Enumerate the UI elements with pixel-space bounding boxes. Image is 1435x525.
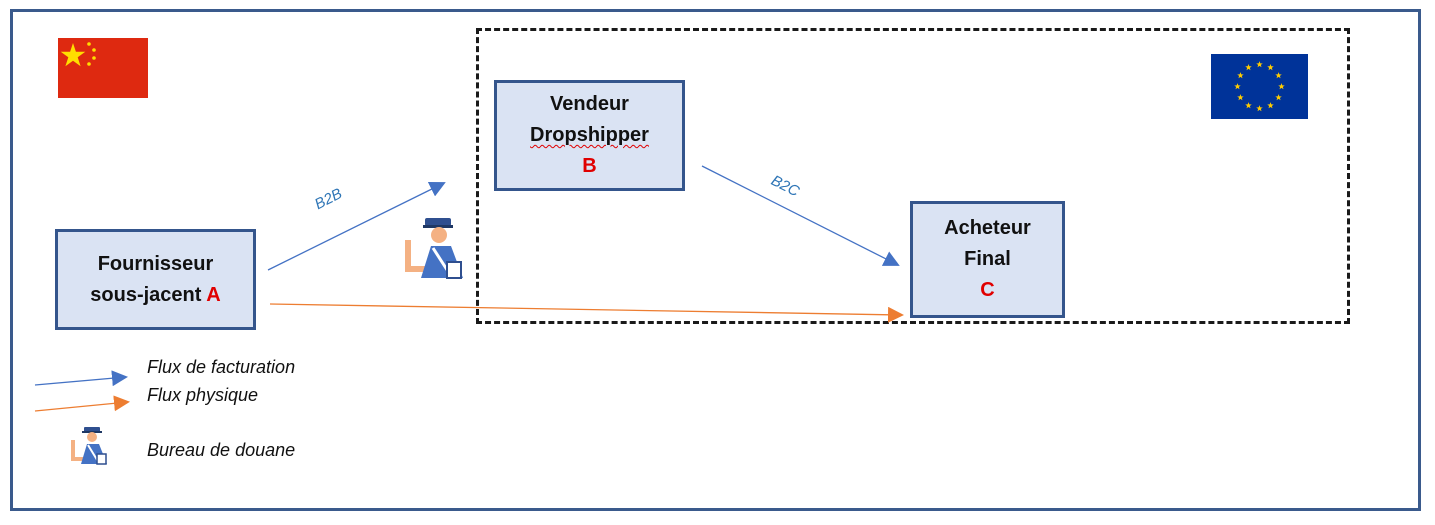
node-a-letter: A — [206, 283, 221, 306]
china-flag-icon — [58, 38, 148, 98]
eu-star — [1234, 83, 1241, 90]
node-b-line2: Dropshipper — [530, 124, 649, 146]
legend-billing-label: Flux de facturation — [147, 357, 296, 377]
arrow-physical — [269, 303, 904, 323]
eu-star — [1275, 72, 1282, 79]
eu-star — [1245, 64, 1252, 71]
eu-star — [1237, 72, 1244, 79]
eu-star — [1278, 83, 1285, 90]
eu-star — [1267, 102, 1274, 109]
legend-physical-label: Flux physique — [147, 385, 259, 405]
node-dropshipper-b: Vendeur Dropshipper B — [494, 80, 685, 191]
node-a-line2-row: sous-jacent A — [90, 280, 220, 311]
eu-star — [1275, 94, 1282, 101]
eu-zone-boundary — [476, 28, 1350, 324]
eu-star — [1245, 102, 1252, 109]
eu-star — [1267, 64, 1274, 71]
arrow-b2b — [267, 182, 446, 271]
eu-star — [1237, 94, 1244, 101]
node-b-letter: B — [582, 155, 597, 177]
legend-customs-icon — [71, 427, 107, 465]
eu-flag-icon — [1211, 54, 1308, 119]
legend-physical-arrow — [34, 395, 130, 412]
diagram-frame — [10, 9, 1421, 511]
eu-star — [1256, 105, 1263, 112]
eu-star — [1256, 61, 1263, 68]
legend-billing-arrow — [34, 370, 128, 387]
node-b-line1: Vendeur — [550, 93, 629, 115]
node-a-line2: sous-jacent — [90, 283, 202, 306]
customs-officer-icon — [405, 218, 463, 279]
node-supplier-a: Fournisseur sous-jacent A — [55, 229, 256, 330]
node-c-line1: Acheteur — [944, 217, 1031, 239]
node-c-letter: C — [980, 279, 995, 301]
node-a-line1: Fournisseur — [97, 252, 214, 275]
arrow-b2c — [701, 165, 900, 266]
node-buyer-c: Acheteur Final C — [910, 201, 1065, 318]
legend-customs-label: Bureau de douane — [147, 440, 296, 460]
node-c-line2: Final — [964, 248, 1011, 270]
